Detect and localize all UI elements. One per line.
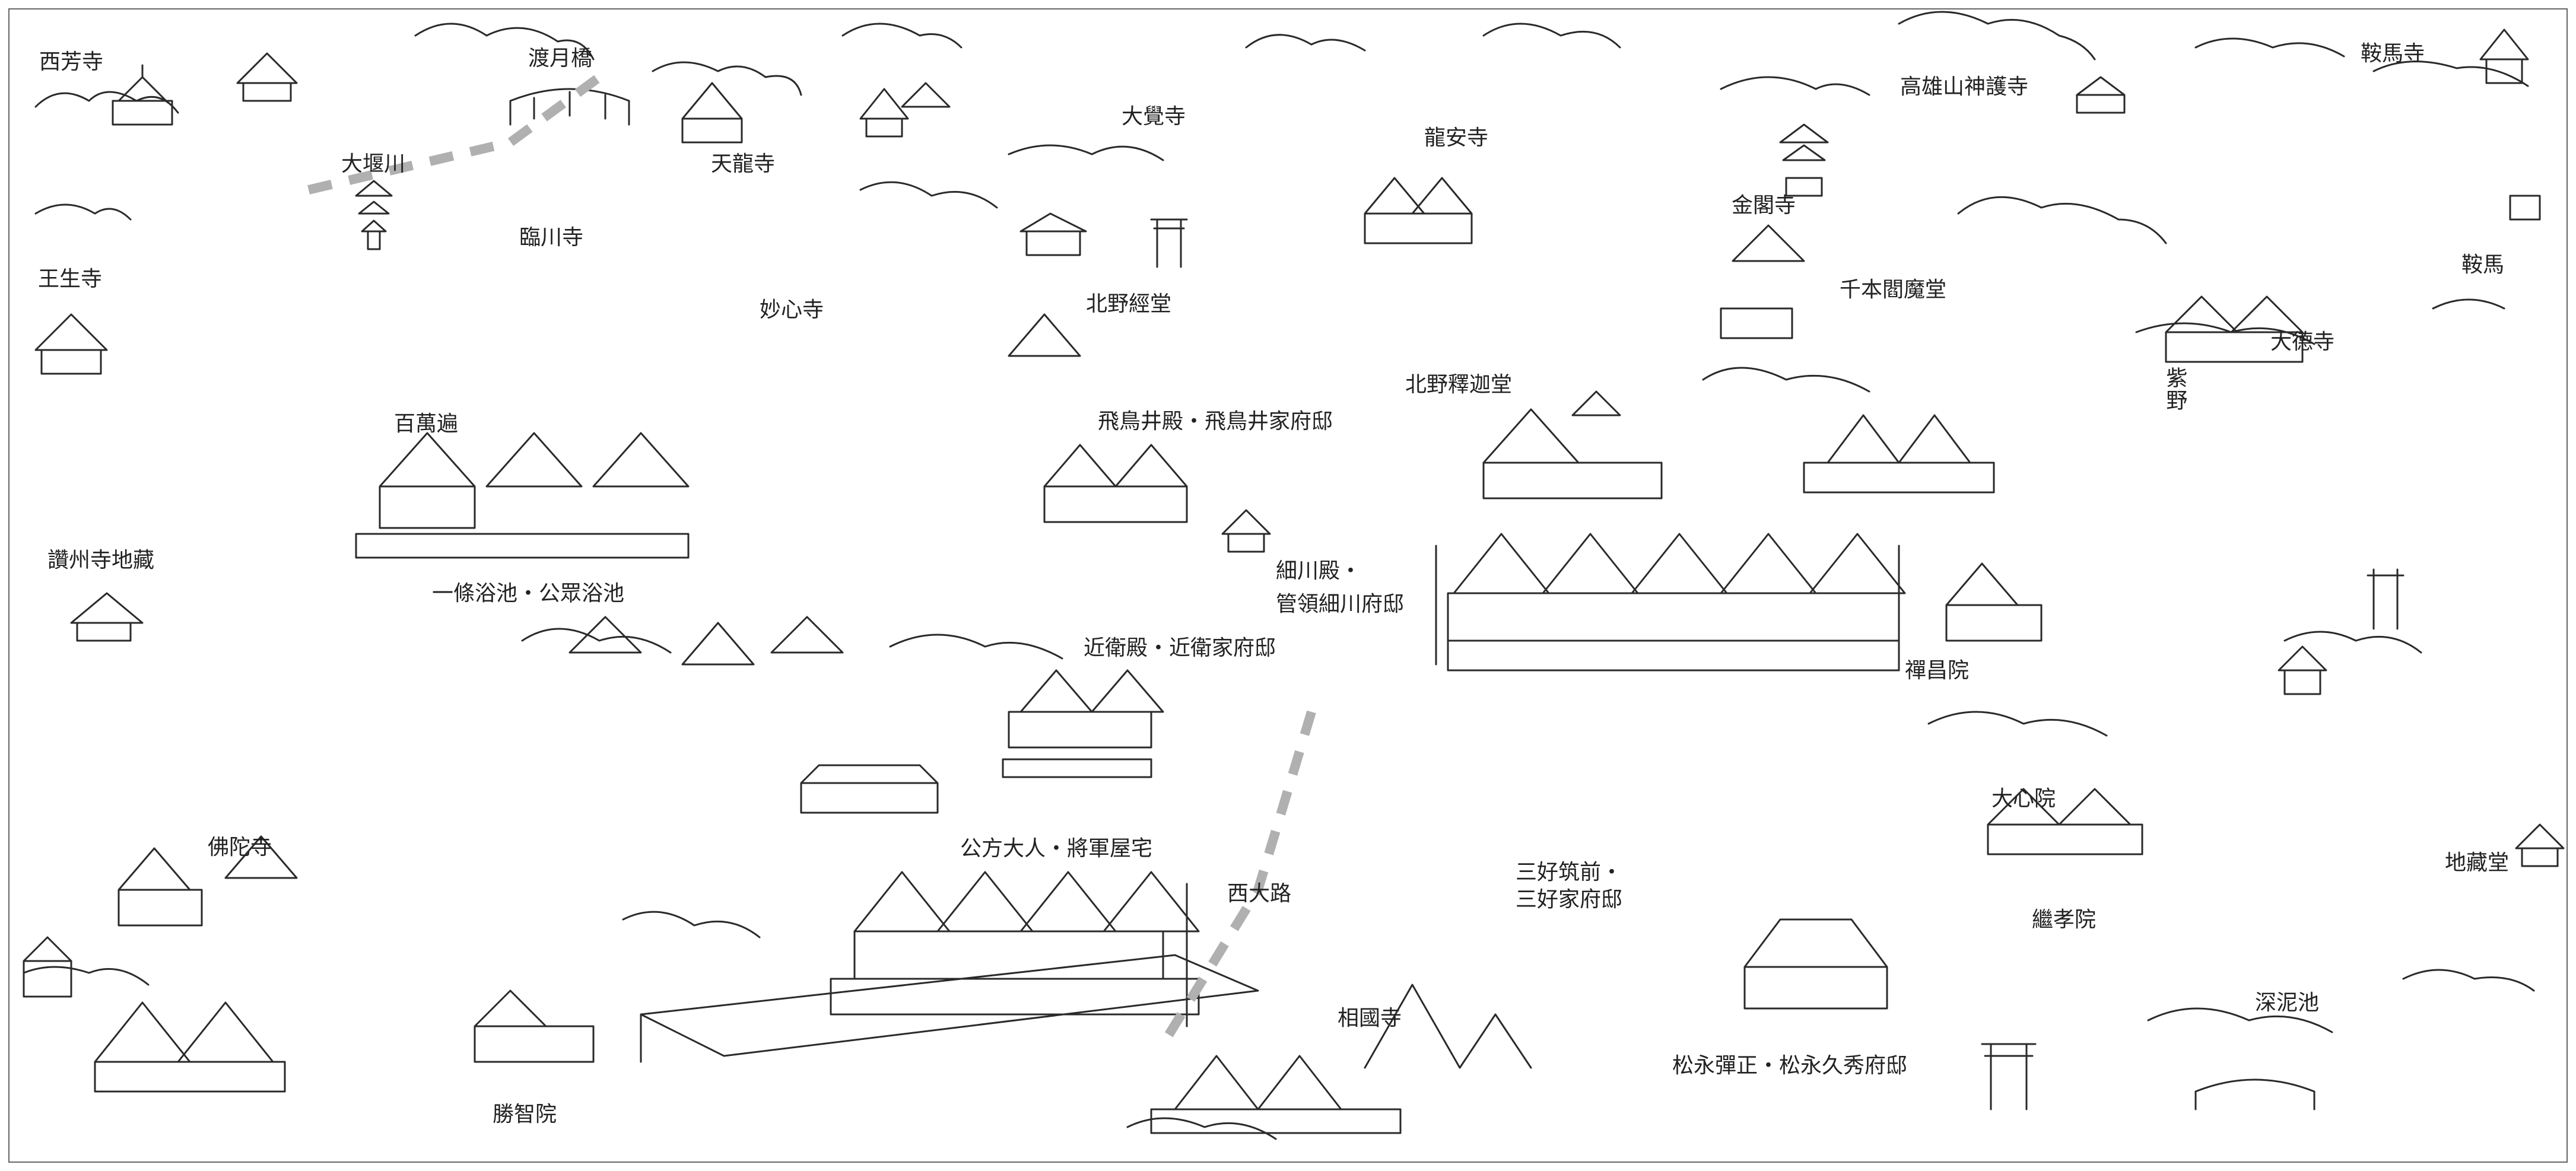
label-konoe: 近衛殿・近衛家府邸 bbox=[1084, 636, 1276, 660]
label-hyakumanben: 百萬遍 bbox=[394, 412, 459, 436]
label-kurama: 鞍馬 bbox=[2461, 253, 2505, 277]
label-daitokuji: 大德寺 bbox=[2270, 330, 2335, 354]
label-buddhaji: 佛陀寺 bbox=[208, 835, 272, 860]
label-saihoji: 西芳寺 bbox=[39, 50, 104, 74]
label-ryoanji: 龍安寺 bbox=[1424, 126, 1489, 150]
label-shochiin: 勝智院 bbox=[493, 1102, 557, 1127]
label-kinkakuji: 金閣寺 bbox=[1732, 193, 1796, 218]
label-hosokawa-line1: 細川殿・ bbox=[1276, 559, 1362, 583]
label-jizodo: 地藏堂 bbox=[2445, 851, 2510, 875]
label-kuramadera: 鞍馬寺 bbox=[2361, 42, 2425, 66]
label-fukadoro: 深泥池 bbox=[2255, 991, 2320, 1015]
label-daikakuji: 大覺寺 bbox=[1122, 104, 1186, 129]
label-ichijo-bath: 一條浴池・公眾浴池 bbox=[432, 581, 625, 606]
building-clusters bbox=[23, 28, 2565, 1134]
label-kitano-shakado: 北野釋迦堂 bbox=[1405, 373, 1513, 397]
label-hosokawa-line2: 管領細川府邸 bbox=[1276, 592, 1405, 616]
label-takao: 高雄山神護寺 bbox=[1900, 75, 2029, 99]
label-zenshoin: 禪昌院 bbox=[1905, 658, 1970, 683]
cloud-outlines bbox=[23, 11, 2535, 1140]
label-asukai: 飛鳥井殿・飛鳥井家府邸 bbox=[1098, 409, 1333, 434]
label-myoshinji: 妙心寺 bbox=[760, 298, 824, 322]
label-nishi-oji: 西大路 bbox=[1227, 882, 1292, 906]
label-shokokuji: 相國寺 bbox=[1338, 1006, 1402, 1030]
label-keikoin: 繼孝院 bbox=[2032, 908, 2097, 932]
label-senbon-enmado: 千本閻魔堂 bbox=[1840, 278, 1947, 302]
nishi-oji-route bbox=[1159, 710, 1316, 1047]
label-tenryuji: 天龍寺 bbox=[711, 152, 776, 176]
label-kubo: 公方大人・將軍屋宅 bbox=[960, 836, 1153, 861]
label-kitano-kyodo: 北野經堂 bbox=[1086, 292, 1172, 316]
label-matsunaga: 松永彈正・松永久秀府邸 bbox=[1672, 1054, 1908, 1078]
label-mibudera: 王生寺 bbox=[38, 267, 103, 291]
label-miyoshi-line2: 三好家府邸 bbox=[1516, 887, 1623, 912]
label-daishinin: 大心院 bbox=[1991, 787, 2056, 811]
label-murasakino: 紫野 bbox=[2162, 367, 2187, 412]
label-togetsukyo: 渡月橋 bbox=[528, 46, 593, 71]
route-dashes bbox=[307, 73, 1316, 1047]
label-rinsenji: 臨川寺 bbox=[519, 225, 584, 250]
label-sanuki-jizo: 讚州寺地藏 bbox=[47, 548, 155, 572]
label-oikawa: 大堰川 bbox=[341, 152, 406, 176]
label-miyoshi-line1: 三好筑前・ bbox=[1516, 860, 1623, 884]
